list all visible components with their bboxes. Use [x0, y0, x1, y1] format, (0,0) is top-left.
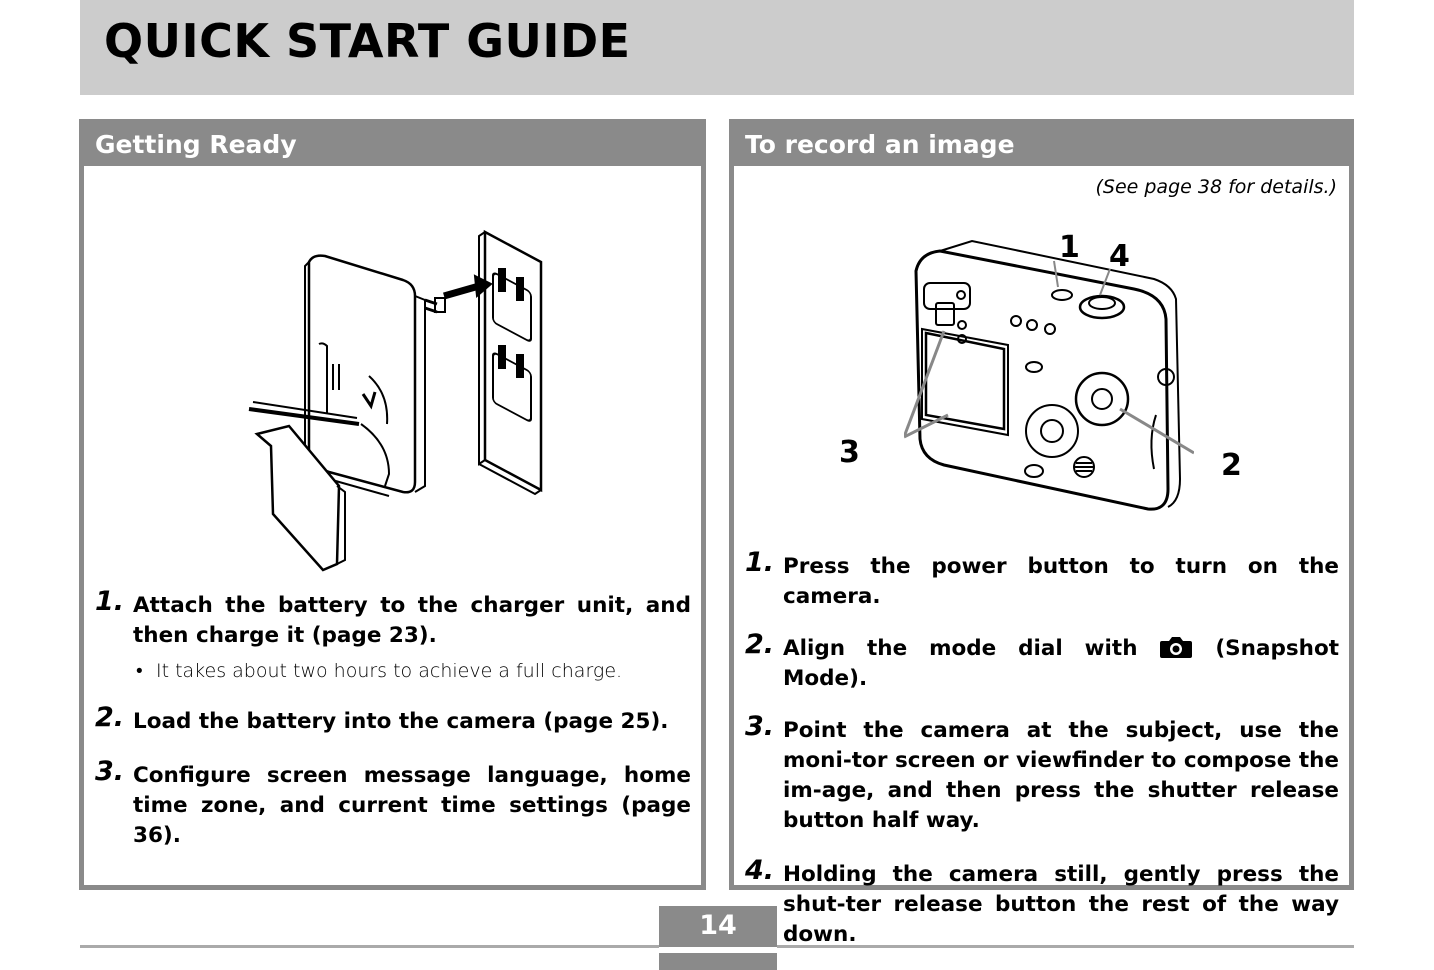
camera-icon — [1160, 637, 1193, 658]
step-number: 1. — [745, 547, 775, 578]
record-image-panel: To record an image (See page 38 for deta… — [729, 119, 1354, 947]
step-text: Attach the battery to the charger unit, … — [133, 593, 691, 648]
page-number: 14 — [699, 910, 737, 941]
list-item: 2. Load the battery into the camera (pag… — [95, 703, 691, 737]
getting-ready-panel: Getting Ready — [79, 119, 706, 890]
callout-mode-dial: 2 — [1221, 448, 1242, 483]
page-number-box: 14 — [659, 906, 777, 970]
charger-illustration — [248, 229, 543, 572]
step-number: 2. — [745, 629, 775, 660]
page-title: QUICK START GUIDE — [104, 14, 631, 68]
step-number: 3. — [95, 756, 125, 787]
step-note: It takes about two hours to achieve a fu… — [95, 657, 691, 685]
title-band: QUICK START GUIDE — [80, 0, 1354, 95]
camera-illustration — [904, 239, 1194, 511]
panel-header-record: To record an image — [734, 124, 1349, 166]
callout-shutter: 4 — [1109, 239, 1130, 274]
step-number: 3. — [745, 711, 775, 742]
step-text: Configure screen message language, home … — [133, 763, 691, 848]
step-text: Point the camera at the subject, use the… — [783, 718, 1339, 833]
list-item: 3. Point the camera at the subject, use … — [745, 712, 1339, 836]
step-number: 4. — [745, 855, 775, 886]
step-text: Holding the camera still, gently press t… — [783, 862, 1339, 947]
list-item: 2. Align the mode dial with (Snapshot Mo… — [745, 630, 1340, 694]
list-item: 4. Holding the camera still, gently pres… — [745, 856, 1339, 950]
callout-monitor: 3 — [839, 435, 860, 470]
record-image-steps: 1. Press the power button to turn on the… — [745, 548, 1340, 950]
callout-power: 1 — [1059, 230, 1080, 265]
step-text: Press the power button to turn on the ca… — [783, 554, 1339, 609]
step-text-suffix: (Snapshot Mode). — [783, 636, 1340, 691]
page-number-separator — [659, 947, 777, 953]
panel-header-getting-ready: Getting Ready — [84, 124, 701, 166]
see-page-reference: (See page 38 for details.) — [1095, 176, 1337, 198]
list-item: 1. Attach the battery to the charger uni… — [95, 587, 691, 686]
step-text: Align the mode dial with — [783, 636, 1160, 661]
step-text: Load the battery into the camera (page 2… — [133, 709, 669, 734]
list-item: 1. Press the power button to turn on the… — [745, 548, 1339, 612]
step-number: 1. — [95, 586, 125, 617]
step-number: 2. — [95, 702, 125, 733]
getting-ready-steps: 1. Attach the battery to the charger uni… — [95, 587, 691, 851]
list-item: 3. Configure screen message language, ho… — [95, 757, 691, 851]
